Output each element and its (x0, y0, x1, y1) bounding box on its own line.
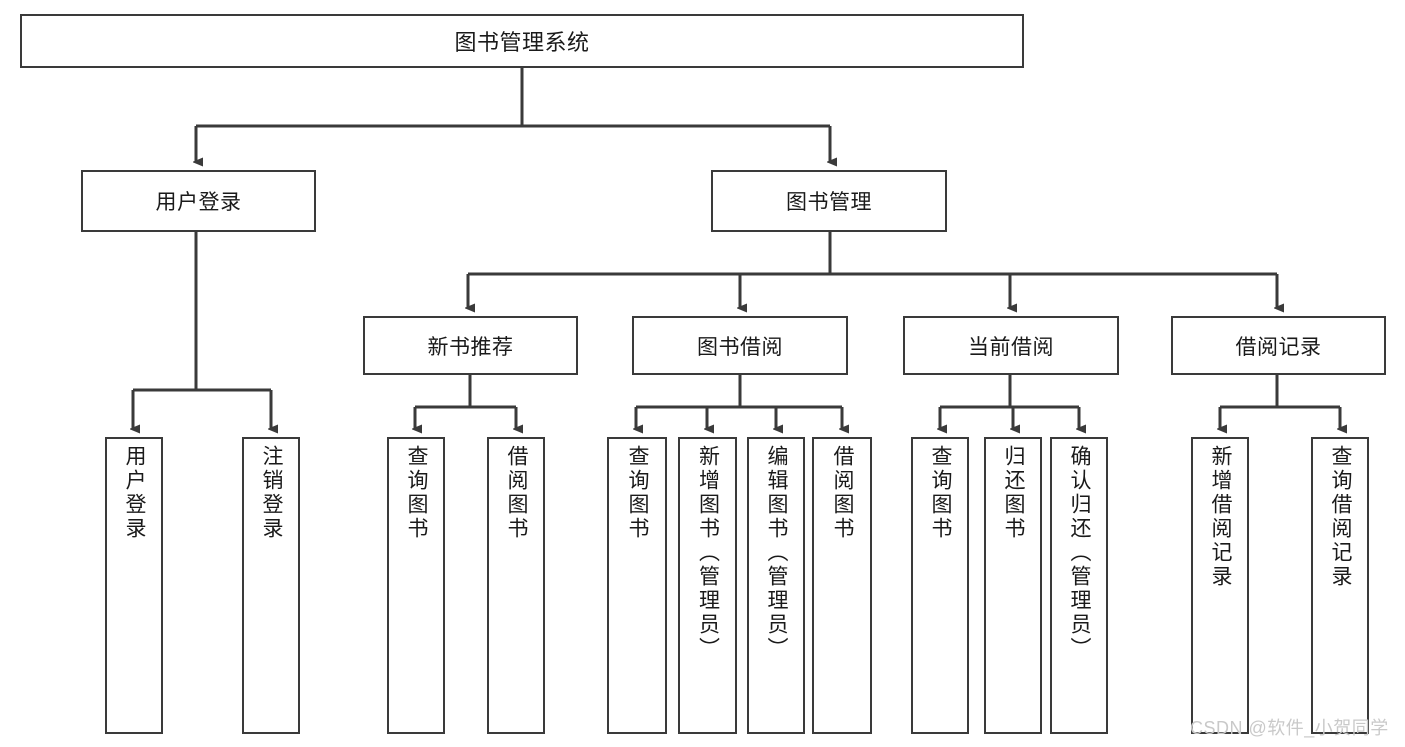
leaf-logout-label: 注销登录 (260, 445, 284, 541)
leaf-query-book-current-label: 查询图书 (929, 445, 953, 541)
leaf-edit-book-admin[interactable]: 编辑图书（管理员） (747, 437, 805, 734)
leaf-query-borrow-record-label: 查询借阅记录 (1329, 445, 1353, 589)
leaf-query-book-recommend[interactable]: 查询图书 (387, 437, 445, 734)
leaf-borrow-book-recommend[interactable]: 借阅图书 (487, 437, 545, 734)
leaf-return-book[interactable]: 归还图书 (984, 437, 1042, 734)
leaf-borrow-book-label: 借阅图书 (831, 445, 855, 541)
leaf-confirm-return-admin[interactable]: 确认归还（管理员） (1050, 437, 1108, 734)
node-book-management-label: 图书管理 (786, 191, 872, 214)
leaf-query-book[interactable]: 查询图书 (607, 437, 667, 734)
leaf-query-book-label: 查询图书 (626, 445, 650, 541)
leaf-add-book-admin-label: 新增图书（管理员） (696, 445, 720, 661)
leaf-add-borrow-record-label: 新增借阅记录 (1209, 445, 1233, 589)
leaf-query-book-recommend-label: 查询图书 (405, 445, 429, 541)
node-user-login[interactable]: 用户登录 (81, 170, 316, 232)
leaf-user-login[interactable]: 用户登录 (105, 437, 163, 734)
node-borrow-records[interactable]: 借阅记录 (1171, 316, 1386, 375)
node-current-borrow[interactable]: 当前借阅 (903, 316, 1119, 375)
node-user-login-label: 用户登录 (155, 191, 242, 214)
node-book-borrow-label: 图书借阅 (697, 335, 783, 359)
leaf-edit-book-admin-label: 编辑图书（管理员） (765, 445, 789, 661)
leaf-confirm-return-admin-label: 确认归还（管理员） (1068, 445, 1092, 661)
node-root[interactable]: 图书管理系统 (20, 14, 1024, 68)
node-new-book-recommend[interactable]: 新书推荐 (363, 316, 578, 375)
leaf-add-borrow-record[interactable]: 新增借阅记录 (1191, 437, 1249, 734)
node-current-borrow-label: 当前借阅 (968, 335, 1054, 359)
leaf-user-login-label: 用户登录 (123, 445, 147, 541)
leaf-logout[interactable]: 注销登录 (242, 437, 300, 734)
leaf-query-book-current[interactable]: 查询图书 (911, 437, 969, 734)
leaf-add-book-admin[interactable]: 新增图书（管理员） (678, 437, 737, 734)
node-book-borrow[interactable]: 图书借阅 (632, 316, 848, 375)
leaf-query-borrow-record[interactable]: 查询借阅记录 (1311, 437, 1369, 734)
leaf-borrow-book-recommend-label: 借阅图书 (505, 445, 529, 541)
node-borrow-records-label: 借阅记录 (1235, 335, 1322, 359)
csdn-watermark: CSDN @软件_小贺同学 (1190, 718, 1389, 738)
node-book-management[interactable]: 图书管理 (711, 170, 947, 232)
leaf-borrow-book[interactable]: 借阅图书 (812, 437, 872, 734)
node-root-label: 图书管理系统 (454, 30, 590, 55)
leaf-return-book-label: 归还图书 (1002, 445, 1026, 541)
node-new-book-recommend-label: 新书推荐 (427, 335, 514, 359)
